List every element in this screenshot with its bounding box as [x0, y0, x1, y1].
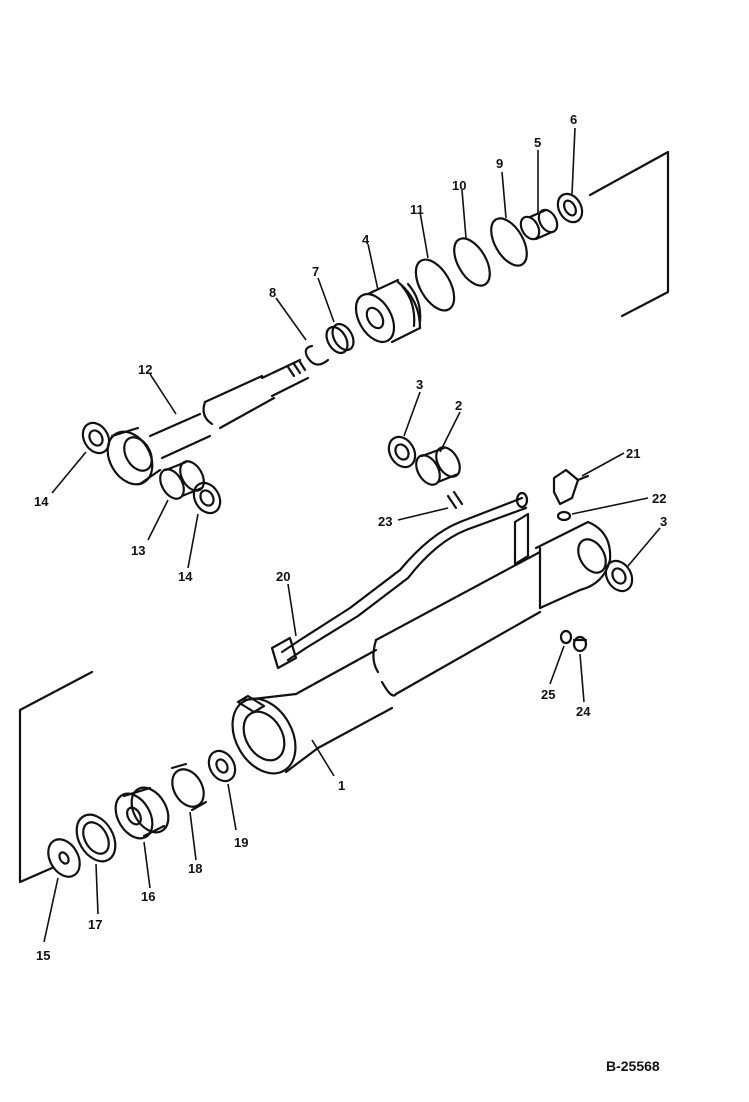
part-8-snap-ring — [304, 344, 330, 366]
part-15-wear-ring — [47, 838, 81, 878]
callout-14-lower: 14 — [178, 569, 193, 584]
callout-20: 20 — [276, 569, 290, 584]
part-7-rod-packing — [325, 322, 355, 355]
callout-19: 19 — [234, 835, 248, 850]
callout-22: 22 — [652, 491, 666, 506]
part-6-wiper-ring — [556, 192, 584, 224]
callout-7: 7 — [312, 264, 319, 279]
part-5-bushing — [519, 208, 559, 241]
part-14-dust-seal-b — [192, 481, 222, 515]
part-2-bushing — [415, 446, 461, 486]
part-20-tube — [270, 491, 530, 670]
callout-labels: 1 2 3 3 4 5 6 7 8 9 10 11 12 13 14 14 15… — [34, 112, 667, 963]
part-22-o-ring — [556, 510, 572, 522]
part-18-ring — [170, 762, 208, 812]
drawing-number: B-25568 — [606, 1058, 660, 1074]
callout-6: 6 — [570, 112, 577, 127]
part-4-cylinder-head — [354, 278, 422, 344]
callout-17: 17 — [88, 917, 102, 932]
part-25-washer — [559, 629, 573, 645]
callout-3-upper: 3 — [416, 377, 423, 392]
callout-21: 21 — [626, 446, 640, 461]
callout-4: 4 — [362, 232, 370, 247]
part-9-o-ring — [490, 217, 528, 267]
callout-16: 16 — [141, 889, 155, 904]
callout-8: 8 — [269, 285, 276, 300]
part-1-cylinder-body — [231, 520, 612, 775]
callout-15: 15 — [36, 948, 50, 963]
part-10-backup-ring — [453, 237, 491, 287]
part-23-bolt — [446, 490, 464, 510]
callout-14-left: 14 — [34, 494, 49, 509]
part-24-nut — [572, 635, 588, 653]
part-11-o-ring — [414, 258, 456, 312]
callout-13: 13 — [131, 543, 145, 558]
bottom-group-bracket — [18, 670, 94, 884]
callout-10: 10 — [452, 178, 466, 193]
callout-1: 1 — [338, 778, 345, 793]
callout-23: 23 — [378, 514, 392, 529]
part-13-bushing — [159, 460, 205, 500]
callout-24: 24 — [576, 704, 591, 719]
part-17-piston-ring — [75, 813, 117, 863]
part-3-dust-seal-upper — [387, 435, 417, 469]
callout-25: 25 — [541, 687, 555, 702]
part-21-elbow — [552, 468, 590, 506]
part-3-dust-seal-right — [604, 559, 634, 593]
callout-2: 2 — [455, 398, 462, 413]
part-16-piston — [114, 786, 170, 840]
callout-18: 18 — [188, 861, 202, 876]
callout-5: 5 — [534, 135, 541, 150]
callout-11: 11 — [410, 202, 424, 217]
part-12-piston-rod — [106, 358, 310, 486]
callout-9: 9 — [496, 156, 503, 171]
part-14-dust-seal-a — [81, 421, 111, 455]
leader-lines — [43, 127, 661, 943]
part-19-nut — [207, 749, 237, 783]
callout-3-right: 3 — [660, 514, 667, 529]
callout-12: 12 — [138, 362, 152, 377]
top-group-bracket — [588, 150, 670, 318]
